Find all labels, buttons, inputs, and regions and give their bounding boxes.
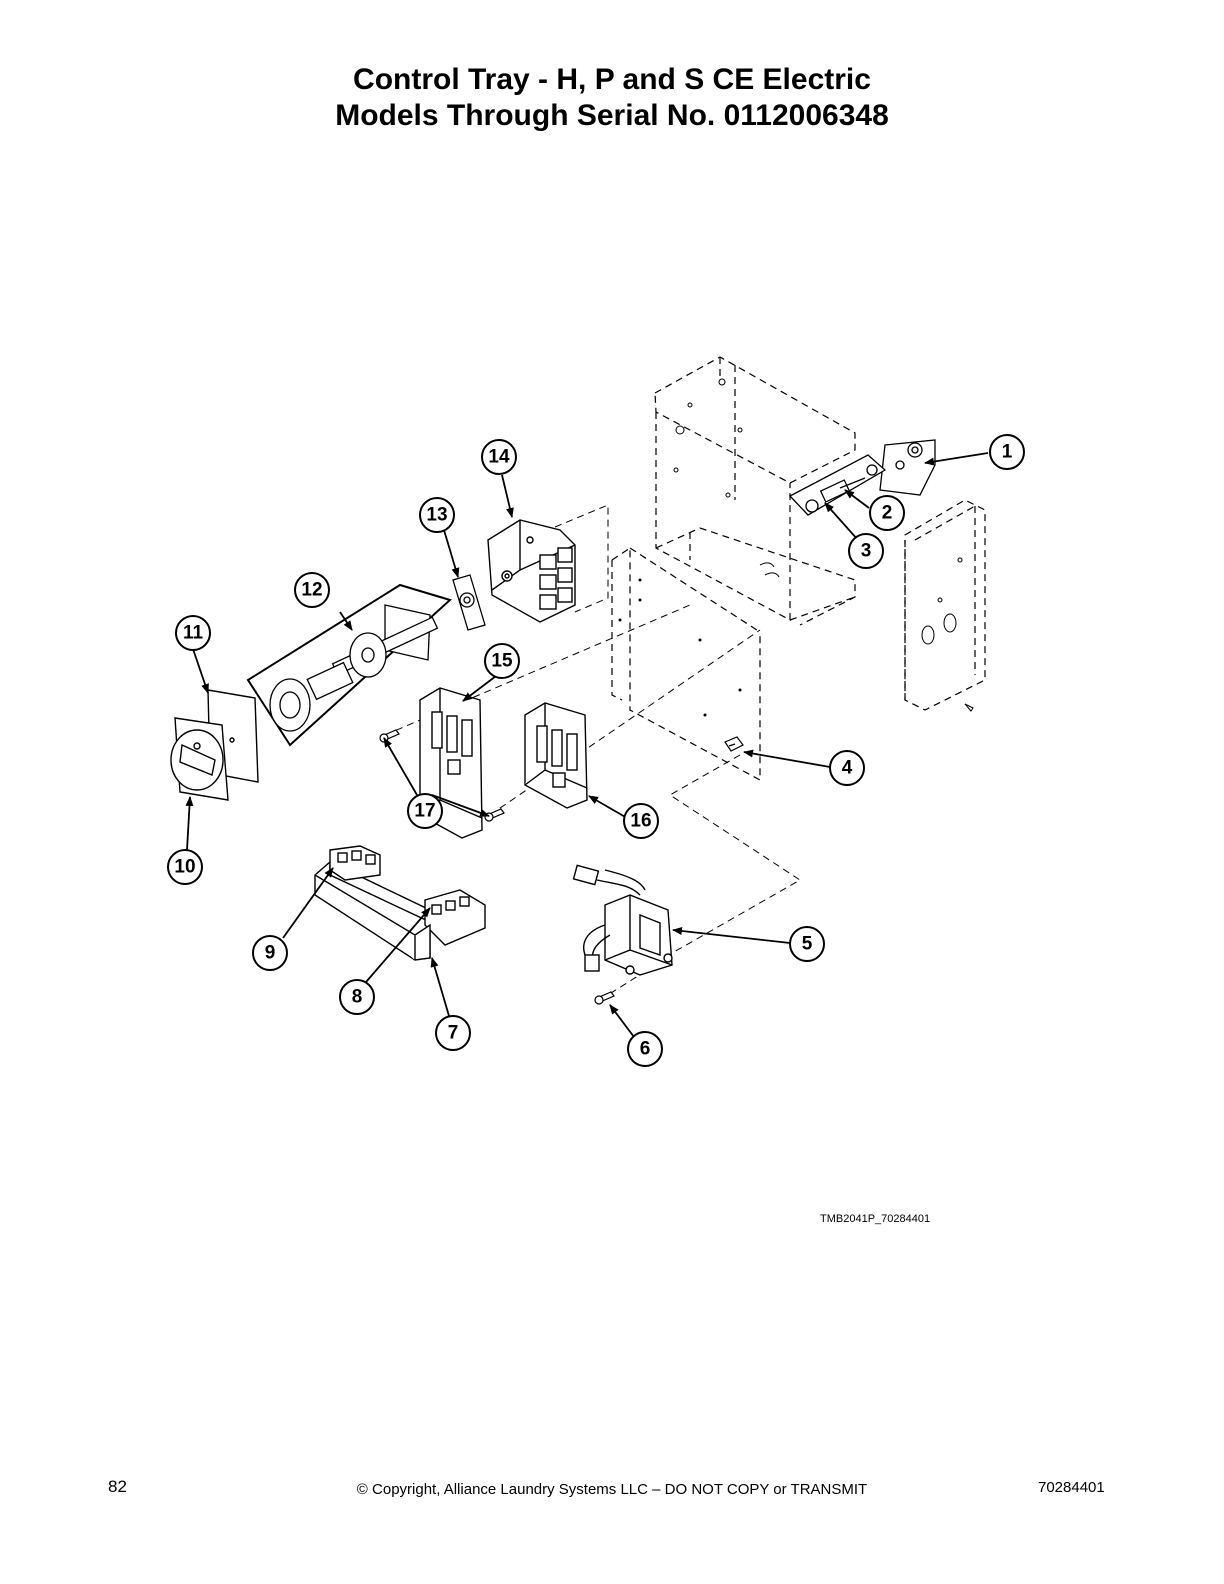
figure-code: TMB2041P_70284401 [820,1213,931,1225]
callout-8: 8 [352,987,363,1008]
part-16-contactor [524,702,588,809]
callout-15: 15 [491,651,513,672]
part-2-3-terminal-screw [788,454,887,516]
page-title-line-2: Models Through Serial No. 0112006348 [335,99,889,132]
callout-9: 9 [265,943,276,964]
callout-circles [167,434,1025,1067]
control-box-housing [654,356,856,626]
page-number: 82 [108,1477,127,1496]
callout-12: 12 [301,580,322,601]
housing-holes [673,378,780,578]
callout-10: 10 [174,857,195,878]
part-1-bracket [879,439,936,496]
part-12-shaft-assembly [246,583,452,747]
page-title-line-1: Control Tray - H, P and S CE Electric [353,63,871,96]
copyright-notice: © Copyright, Alliance Laundry Systems LL… [356,1481,868,1498]
document-number: 70284401 [1038,1479,1105,1496]
callout-13: 13 [426,505,447,526]
callout-5: 5 [802,934,813,955]
component-mounting-plate [611,546,761,782]
callout-4: 4 [842,758,853,779]
callout-7: 7 [448,1023,459,1044]
part-4-clip [724,736,744,752]
callout-3: 3 [861,541,872,562]
part-13-shaft-adapter [452,574,486,631]
callout-2: 2 [882,503,893,524]
callout-1: 1 [1002,442,1013,463]
part-6-screw [594,991,615,1005]
callout-11: 11 [183,623,204,644]
part-5-transformer [572,864,673,976]
callout-14: 14 [488,447,510,468]
part-7-8-9-terminal-block [314,845,486,961]
part-10-disconnect-handle [170,717,229,801]
part-14-contactor [487,519,576,623]
callout-6: 6 [640,1039,651,1060]
callout-17: 17 [414,801,435,822]
callout-16: 16 [630,811,651,832]
rear-mounting-panel [904,499,986,711]
